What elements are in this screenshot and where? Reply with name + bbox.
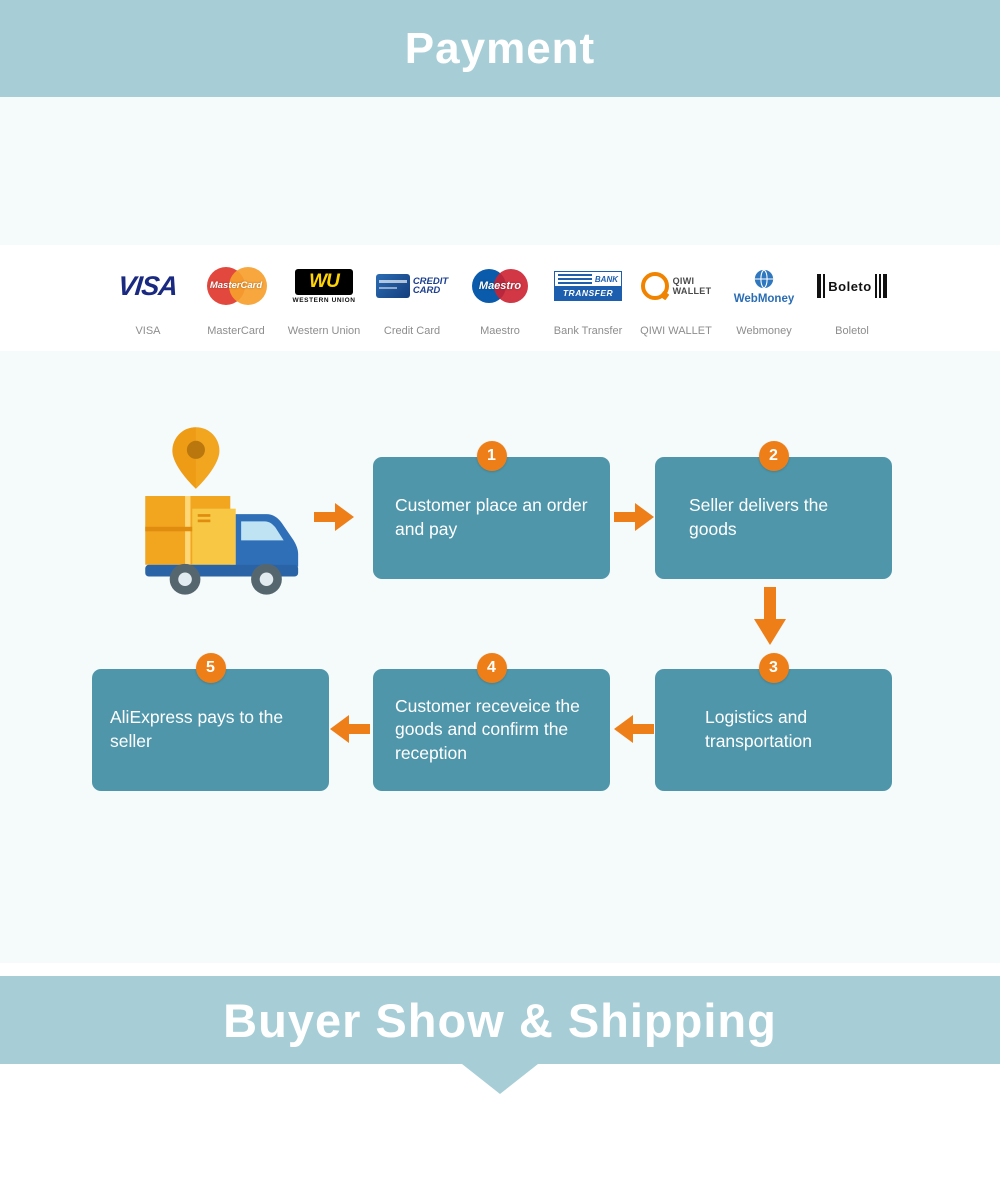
step-number-badge: 4 (476, 653, 507, 683)
payment-method-visa: VISA VISA (107, 261, 189, 338)
flow-step-4: 4 Customer receveice the goods and confi… (373, 653, 610, 791)
payment-method-label: VISA (135, 325, 161, 337)
payment-method-label: MasterCard (207, 325, 265, 337)
buyer-show-banner-arrow-icon (462, 1064, 538, 1094)
payment-method-label: QIWI WALLET (640, 325, 712, 337)
mastercard-logo-icon: MasterCard (205, 261, 267, 311)
payment-method-credit-card: CREDIT CARD Credit Card (371, 261, 453, 337)
step-number-badge: 1 (476, 441, 507, 471)
payment-banner: Payment (0, 0, 1000, 97)
flow-step-1: 1 Customer place an order and pay (373, 441, 610, 579)
bank-transfer-logo-icon: BANK TRANSFER (554, 261, 622, 311)
flow-step-text: AliExpress pays to the seller (110, 707, 284, 751)
arrow-left-icon (614, 715, 654, 748)
flow-step-2: 2 Seller delivers the goods (655, 441, 892, 579)
payment-method-label: Bank Transfer (553, 325, 623, 337)
order-flow-diagram: 1 Customer place an order and pay 2 Sell… (0, 417, 1000, 833)
payment-method-label: Maestro (480, 325, 520, 337)
flow-step-5: 5 AliExpress pays to the seller (92, 653, 329, 791)
payment-method-bank-transfer: BANK TRANSFER Bank Transfer (547, 261, 629, 337)
arrow-right-icon (314, 503, 354, 536)
delivery-truck-icon (138, 417, 328, 618)
payment-method-label: Credit Card (383, 325, 441, 337)
payment-method-maestro: Maestro Maestro (459, 261, 541, 337)
arrow-right-icon (614, 503, 654, 536)
payment-banner-title: Payment (404, 23, 596, 73)
flow-step-text: Customer place an order and pay (395, 495, 588, 539)
step-number-badge: 2 (758, 441, 789, 471)
step-number-badge: 5 (195, 653, 226, 683)
step-number-badge: 3 (758, 653, 789, 683)
arrow-down-icon (754, 587, 786, 650)
globe-icon (754, 268, 774, 289)
flow-step-text: Customer receveice the goods and confirm… (395, 695, 580, 763)
boleto-logo-icon: Boleto (817, 261, 887, 311)
payment-method-boleto: Boleto Boletol (811, 261, 893, 337)
western-union-logo-icon: WU WESTERN UNION (292, 268, 356, 304)
flow-step-3: 3 Logistics and transportation (655, 653, 892, 791)
qiwi-logo-icon: QIWI WALLET (640, 261, 712, 311)
webmoney-logo-icon: WebMoney (734, 261, 794, 311)
buyer-show-banner: Buyer Show & Shipping (0, 976, 1000, 1064)
payment-methods-strip: VISA VISA MasterCard MasterCard WU WESTE… (0, 245, 1000, 351)
payment-method-webmoney: WebMoney Webmoney (723, 261, 805, 337)
payment-method-label: Western Union (287, 325, 361, 337)
payment-method-label: Webmoney (736, 325, 792, 337)
buyer-show-section: Buyer Show & Shipping (0, 976, 1000, 1094)
flow-step-text: Seller delivers the goods (689, 495, 829, 539)
payment-method-western-union: WU WESTERN UNION Western Union (283, 261, 365, 337)
payment-method-label: Boletol (835, 325, 869, 337)
arrow-left-icon (330, 715, 370, 748)
visa-logo-icon: VISA (116, 270, 180, 301)
flow-step-text: Logistics and transportation (705, 707, 813, 751)
buyer-show-banner-title: Buyer Show & Shipping (223, 993, 777, 1047)
maestro-logo-icon: Maestro (471, 261, 529, 311)
credit-card-logo-icon: CREDIT CARD (375, 261, 448, 311)
payment-method-qiwi: QIWI WALLET QIWI WALLET (635, 261, 717, 337)
payment-method-mastercard: MasterCard MasterCard (195, 261, 277, 337)
